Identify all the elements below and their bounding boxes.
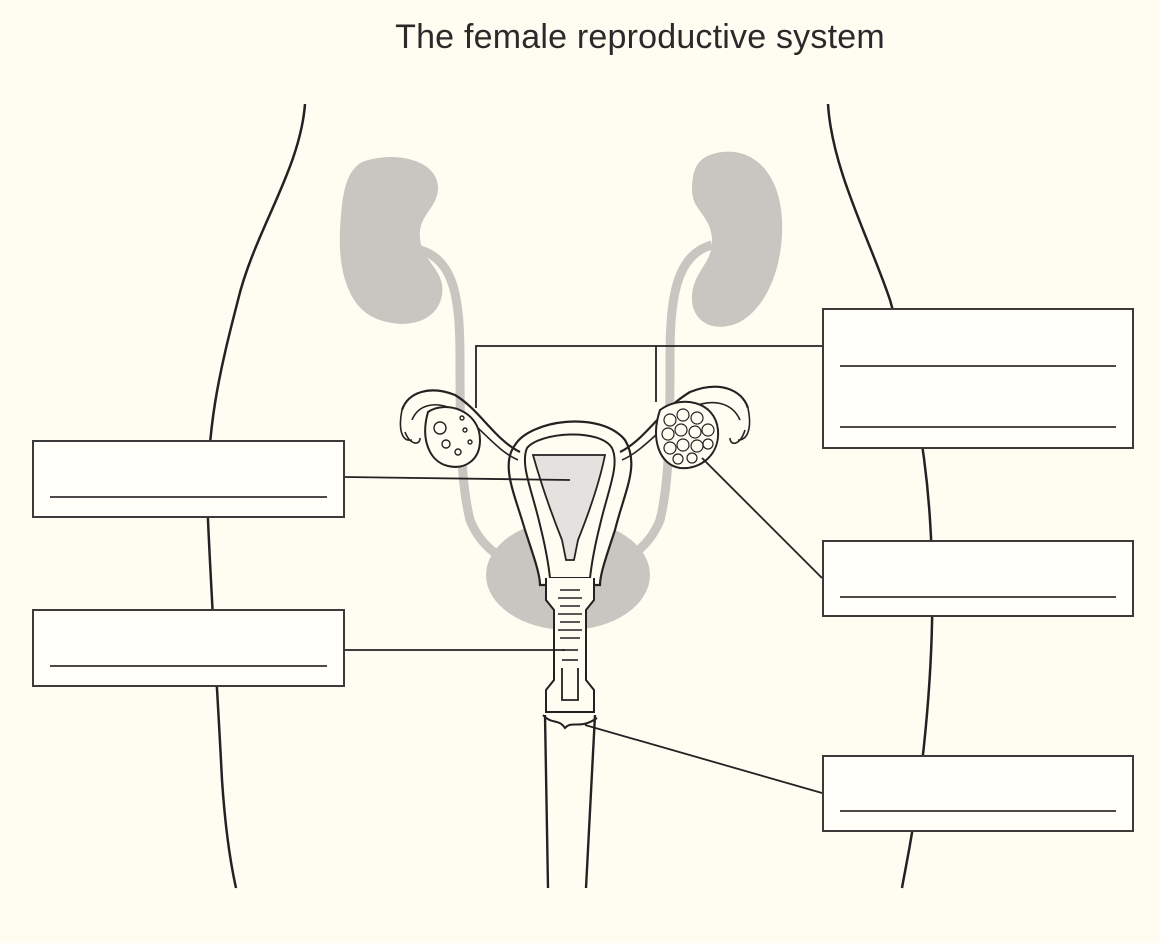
answer-box-left-upper[interactable] <box>32 440 345 518</box>
answer-box-upper-right[interactable] <box>822 308 1134 449</box>
ovary-left <box>424 406 482 468</box>
answer-line[interactable] <box>50 665 327 667</box>
vagina-lower <box>543 714 597 889</box>
answer-box-lower-right[interactable] <box>822 755 1134 832</box>
kidney-left <box>339 157 443 324</box>
ovary-left-follicles <box>433 415 473 456</box>
leader-line-lower-right <box>584 724 823 794</box>
leader-line-left-upper <box>343 476 571 481</box>
answer-box-middle-right[interactable] <box>822 540 1134 617</box>
answer-line[interactable] <box>840 596 1116 598</box>
leader-lines <box>343 345 823 794</box>
answer-line[interactable] <box>840 426 1116 428</box>
fallopian-tube-right <box>619 385 750 453</box>
hymen <box>542 714 598 730</box>
answer-line[interactable] <box>840 810 1116 812</box>
answer-line[interactable] <box>50 496 327 498</box>
cervical-ridges <box>558 589 582 661</box>
ovary-right-texture <box>661 408 715 465</box>
uterus-inner <box>523 433 616 579</box>
fimbriae-right <box>729 407 751 444</box>
vaginal-canal <box>561 668 579 701</box>
fimbriae-left <box>399 409 421 444</box>
cervix <box>545 578 595 713</box>
body-outline-left <box>206 103 307 889</box>
leader-line-upper-right <box>475 345 822 408</box>
worksheet-title: The female reproductive system <box>395 18 885 56</box>
answer-line[interactable] <box>840 365 1116 367</box>
answer-box-left-lower[interactable] <box>32 609 345 687</box>
uterine-cavity <box>531 454 607 561</box>
leader-line-middle-right <box>701 457 823 579</box>
kidney-right <box>691 151 783 327</box>
fallopian-tube-left <box>400 389 521 453</box>
